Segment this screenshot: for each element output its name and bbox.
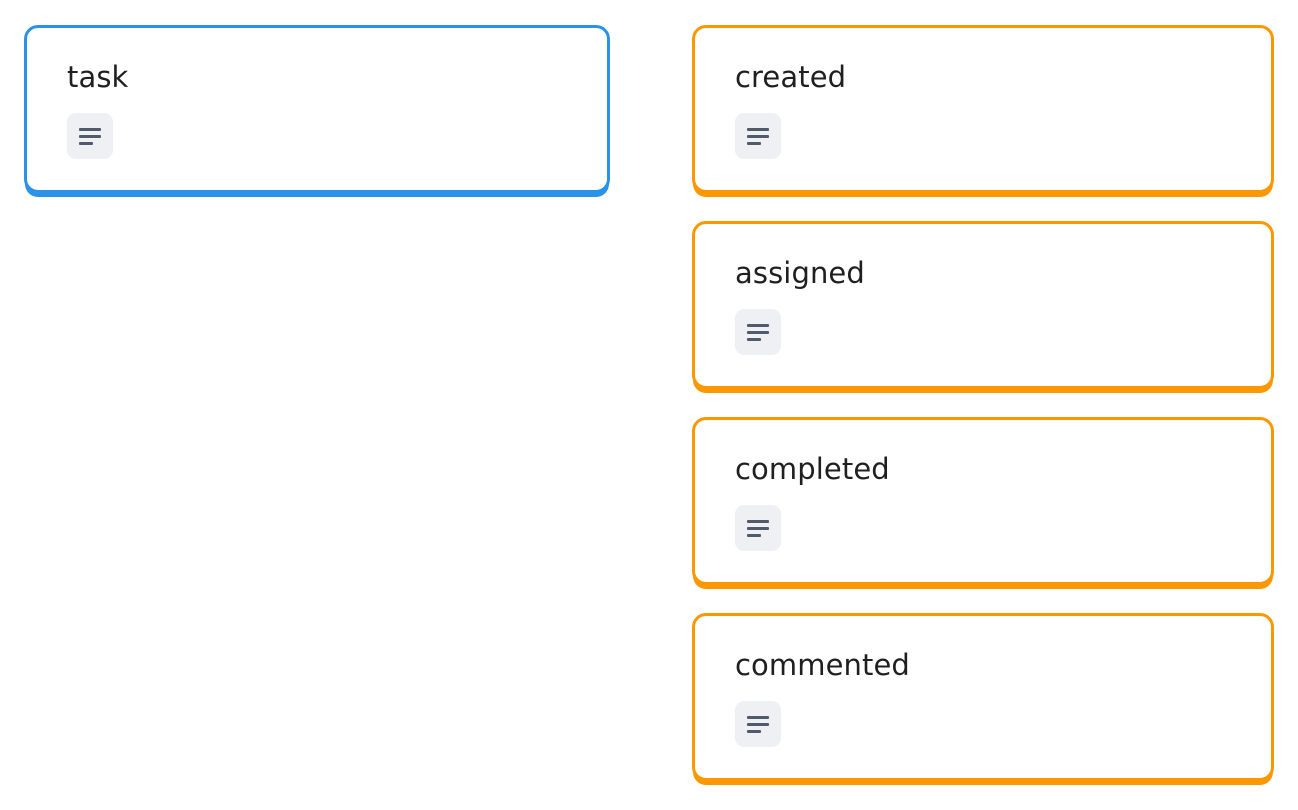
card-title: task [67, 60, 129, 94]
card-commented[interactable]: commented [692, 613, 1274, 781]
text-lines-icon[interactable] [67, 113, 113, 160]
text-lines-icon[interactable] [735, 309, 781, 356]
card-assigned[interactable]: assigned [692, 221, 1274, 389]
text-line-1 [747, 127, 769, 131]
text-line-2 [747, 526, 769, 530]
text-line-2 [747, 134, 769, 138]
text-lines-icon[interactable] [735, 113, 781, 160]
text-line-1 [79, 127, 101, 131]
text-line-3 [747, 141, 761, 145]
card-task[interactable]: task [24, 25, 610, 193]
card-completed[interactable]: completed [692, 417, 1274, 585]
text-lines-icon[interactable] [735, 701, 781, 748]
text-line-1 [747, 323, 769, 327]
target-column: created assigned completed [692, 25, 1274, 781]
text-line-2 [747, 330, 769, 334]
text-line-1 [747, 715, 769, 719]
text-lines-icon[interactable] [735, 505, 781, 552]
card-title: created [735, 60, 847, 94]
text-line-3 [747, 533, 761, 537]
card-created[interactable]: created [692, 25, 1274, 193]
card-title: completed [735, 452, 890, 486]
text-line-2 [747, 722, 769, 726]
text-line-3 [747, 337, 761, 341]
card-title: commented [735, 648, 910, 682]
text-line-2 [79, 134, 101, 138]
text-line-1 [747, 519, 769, 523]
text-line-3 [79, 141, 93, 145]
source-column: task [24, 25, 610, 193]
text-line-3 [747, 729, 761, 733]
card-title: assigned [735, 256, 865, 290]
